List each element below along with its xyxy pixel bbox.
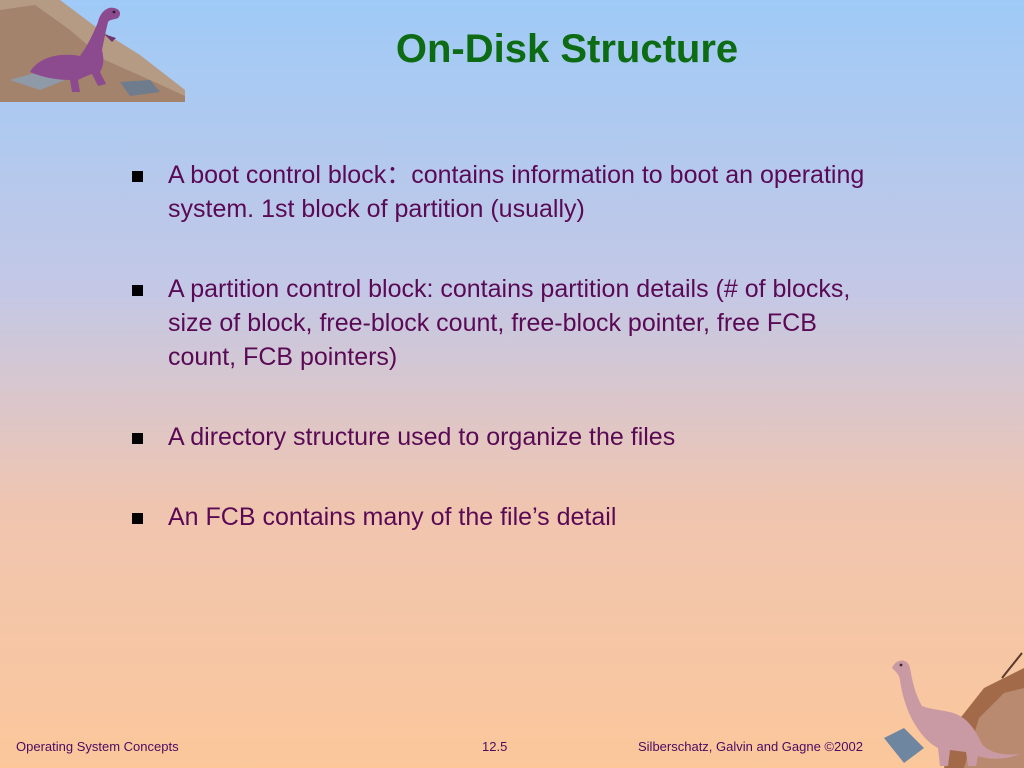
list-item: A directory structure used to organize t…	[128, 420, 888, 454]
bullet-text: A partition control block: contains part…	[168, 275, 851, 371]
list-item: A boot control block：contains informatio…	[128, 158, 888, 226]
square-bullet-icon	[132, 171, 143, 182]
bullet-list: A boot control block：contains informatio…	[128, 158, 888, 580]
slide-title: On-Disk Structure	[395, 27, 739, 71]
footer-copyright: Silberschatz, Galvin and Gagne ©2002	[638, 739, 863, 754]
square-bullet-icon	[132, 285, 143, 296]
bullet-text: An FCB contains many of the file’s detai…	[168, 503, 617, 531]
list-item: An FCB contains many of the file’s detai…	[128, 500, 888, 534]
square-bullet-icon	[132, 433, 143, 444]
brontosaurus-dinosaur-illustration-icon	[884, 652, 1024, 768]
footer-slide-number: 12.5	[482, 739, 508, 754]
square-bullet-icon	[132, 513, 143, 524]
bullet-text: A boot control block：contains informatio…	[168, 161, 865, 223]
t-rex-dinosaur-illustration-icon	[0, 0, 185, 102]
bullet-text: A directory structure used to organize t…	[168, 423, 676, 451]
list-item: A partition control block: contains part…	[128, 272, 888, 374]
footer-course-title: Operating System Concepts	[16, 739, 179, 754]
